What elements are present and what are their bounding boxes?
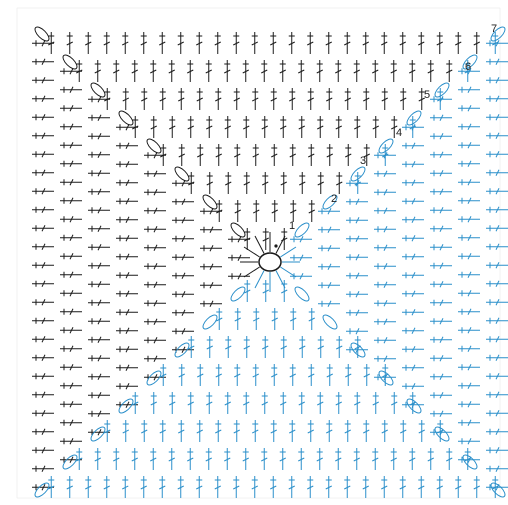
dark-stitch-layer: [17, 8, 500, 498]
ring-stitch: [280, 267, 296, 277]
row-label-2: 2: [331, 193, 337, 205]
ring-stitch: [255, 271, 264, 288]
row-label-4: 4: [396, 127, 402, 139]
corner-chain: [461, 453, 479, 471]
row-label-7: 7: [491, 23, 497, 35]
corner-chain: [433, 81, 451, 99]
start-dot: [274, 244, 277, 247]
corner-chain: [405, 109, 423, 127]
center-ring: [240, 232, 300, 292]
chart-frame: [17, 8, 500, 498]
ring-stitch: [276, 236, 285, 253]
corner-chain: [377, 137, 395, 155]
corner-chain: [405, 397, 423, 415]
corner-chain: [229, 285, 247, 303]
corner-chain: [489, 481, 507, 499]
row-label-1: 1: [289, 220, 295, 232]
corner-chain: [433, 425, 451, 443]
corner-chain: [377, 369, 395, 387]
corner-chain: [293, 285, 311, 303]
corner-chain: [293, 221, 311, 239]
row-label-6: 6: [465, 61, 471, 73]
row-label-5: 5: [424, 89, 430, 101]
ring-stitch: [244, 267, 260, 277]
ring-stitch: [255, 236, 264, 253]
row-label-3: 3: [360, 155, 366, 167]
ring-stitch: [276, 271, 285, 288]
ring-stitch: [244, 247, 260, 257]
corner-chain: [321, 313, 339, 331]
magic-ring: [259, 253, 281, 271]
corner-chain: [201, 313, 219, 331]
